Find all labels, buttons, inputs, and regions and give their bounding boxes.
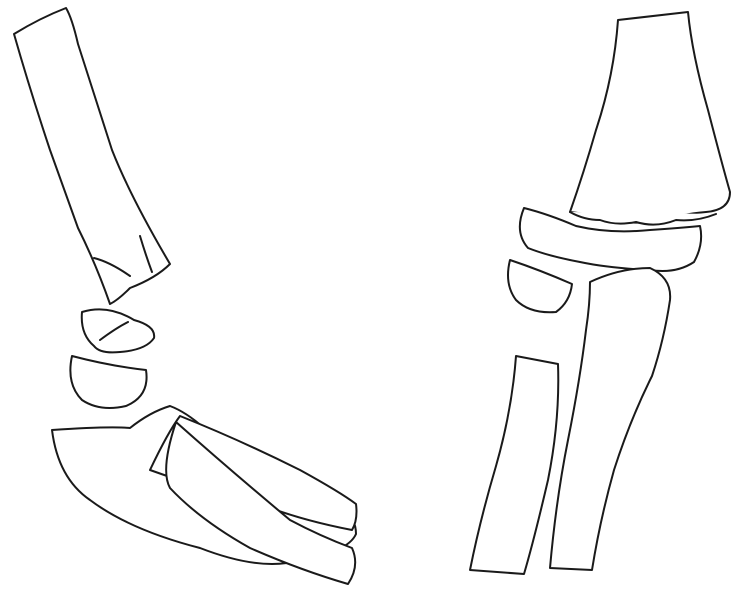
ap-ulna <box>550 268 670 570</box>
lateral-view <box>14 8 357 584</box>
ap-radial-head <box>508 260 572 312</box>
ap-humerus-physis-line <box>570 212 716 225</box>
lateral-radial-head-ossification <box>70 356 146 408</box>
ap-humerus-distal <box>570 12 730 223</box>
lateral-capitellum-ossification-center <box>82 309 154 352</box>
anteroposterior-view <box>470 12 730 574</box>
ap-radius-shaft <box>470 356 558 574</box>
